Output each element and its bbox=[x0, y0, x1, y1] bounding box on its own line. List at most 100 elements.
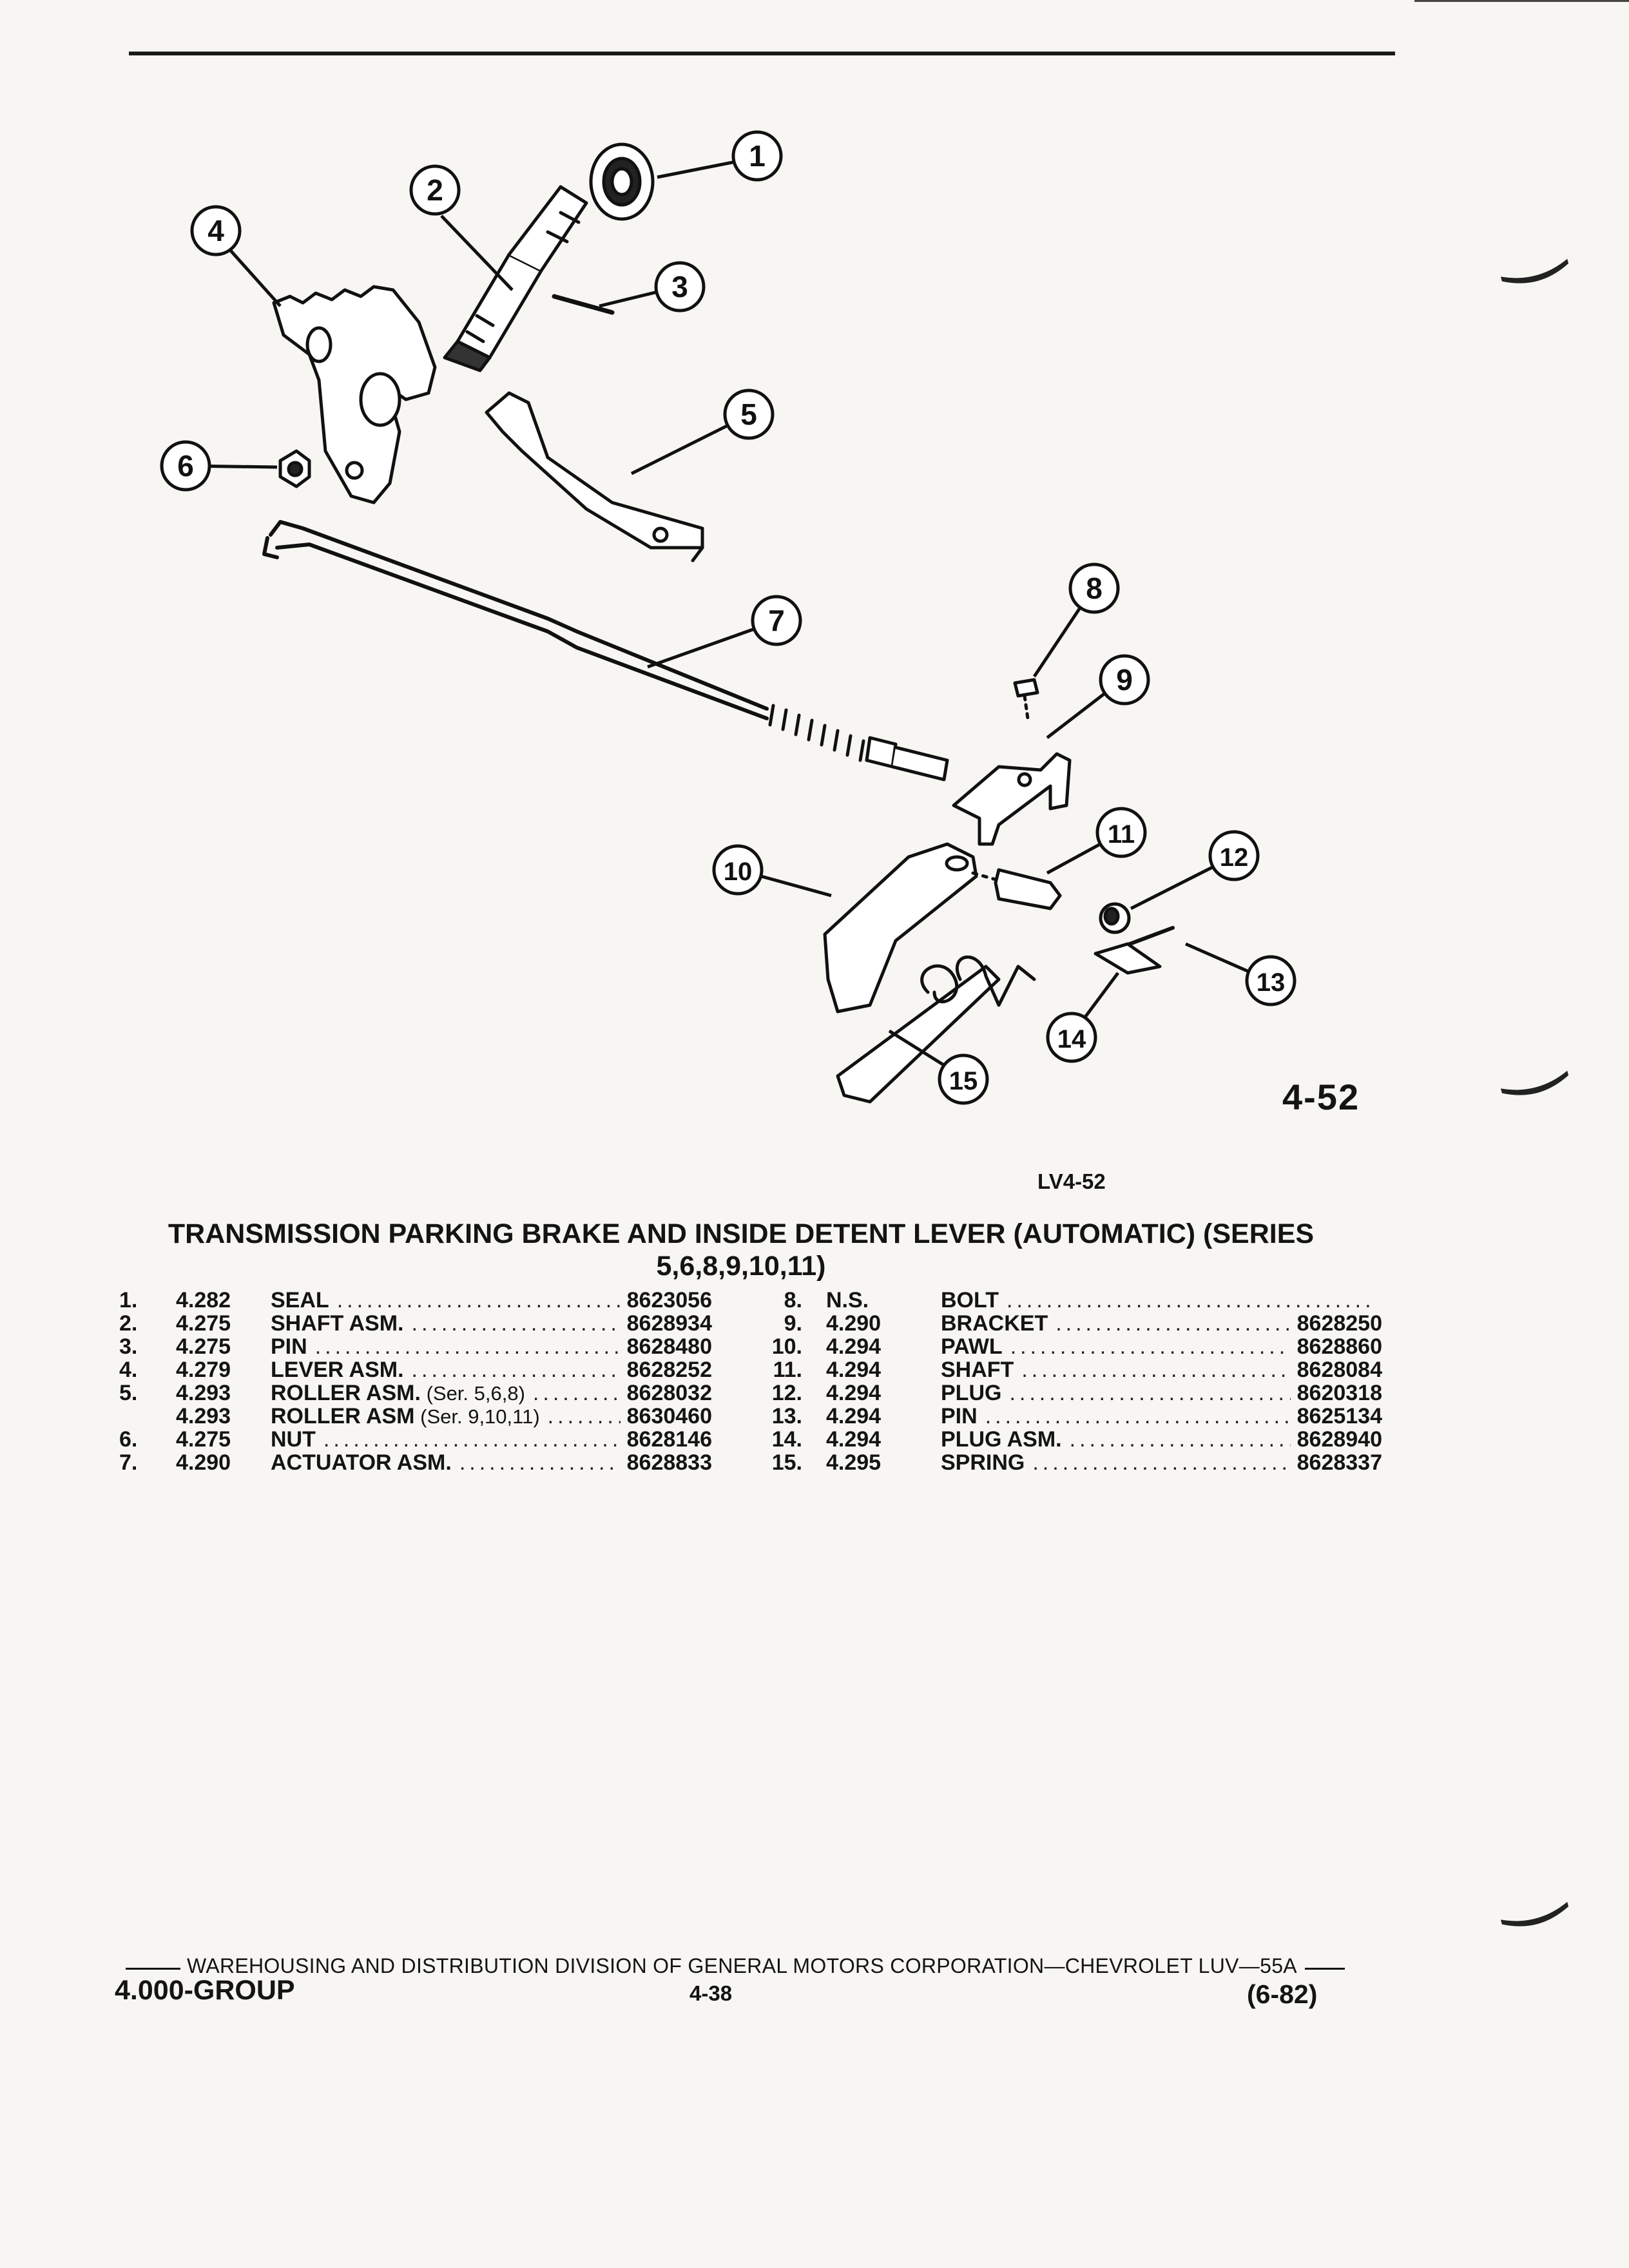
callout-label-3: 3 bbox=[671, 270, 688, 303]
callout-label-4: 4 bbox=[207, 214, 224, 247]
dot-leader: ........................................… bbox=[411, 1312, 621, 1335]
group-number: 4.279 bbox=[176, 1358, 231, 1382]
parts-row: 15. 4.295 SPRING 8628337...................… bbox=[764, 1451, 1382, 1474]
callout-12 bbox=[1130, 830, 1260, 910]
group-number: 4.290 bbox=[826, 1311, 882, 1336]
item-number: 5. bbox=[119, 1381, 138, 1405]
footer-rule bbox=[126, 1968, 180, 1970]
footer-group: 4.000-GROUP bbox=[115, 1975, 295, 2006]
item-number: 12. bbox=[771, 1381, 802, 1405]
dot-leader: ........................................… bbox=[1021, 1358, 1291, 1381]
dot-leader: ........................................… bbox=[1010, 1335, 1291, 1358]
item-number: 15. bbox=[771, 1450, 802, 1475]
item-number: 2. bbox=[119, 1311, 138, 1336]
callout-10 bbox=[712, 844, 832, 898]
part-name: PLUG ASM. bbox=[941, 1427, 1062, 1452]
callout-13 bbox=[1184, 942, 1296, 1006]
pin-part bbox=[552, 294, 615, 315]
group-number: 4.275 bbox=[176, 1311, 231, 1336]
callout-label-10: 10 bbox=[724, 858, 753, 886]
parts-list-right: 8. N.S. BOLT..............................… bbox=[764, 1289, 1382, 1474]
part-number: 8628146 bbox=[626, 1427, 712, 1452]
footer-publisher-line: WAREHOUSING AND DISTRIBUTION DIVISION OF… bbox=[187, 1954, 1297, 1977]
item-number: 7. bbox=[119, 1450, 138, 1475]
callout-label-13: 13 bbox=[1257, 968, 1286, 997]
part-number: 8620318 bbox=[1296, 1381, 1382, 1405]
shaft-part bbox=[994, 868, 1062, 910]
part-name: NUT bbox=[271, 1427, 316, 1452]
corner-rule bbox=[1414, 0, 1629, 2]
group-number: 4.294 bbox=[826, 1381, 882, 1405]
dot-leader: ........................................… bbox=[985, 1405, 1291, 1428]
dot-leader: ........................................… bbox=[1032, 1451, 1291, 1474]
part-name: BOLT bbox=[941, 1288, 999, 1312]
part-name: ACTUATOR ASM. bbox=[271, 1450, 452, 1475]
top-rule bbox=[129, 52, 1395, 55]
pawl-part bbox=[823, 842, 998, 1014]
actuator-asm-part bbox=[262, 520, 949, 782]
binder-mark-icon: ‿ bbox=[1484, 186, 1568, 290]
spring-part bbox=[836, 956, 1036, 1104]
dot-leader: ........................................… bbox=[1007, 1289, 1376, 1312]
part-number: 8628337 bbox=[1296, 1450, 1382, 1475]
callout-8 bbox=[1032, 562, 1120, 678]
callout-label-5: 5 bbox=[740, 398, 757, 431]
callout-11 bbox=[1046, 807, 1147, 875]
callout-3 bbox=[599, 261, 706, 312]
part-number: 8628480 bbox=[626, 1334, 712, 1359]
part-name: PAWL bbox=[941, 1334, 1003, 1359]
part-number: 8628934 bbox=[626, 1311, 712, 1336]
part-note: (Ser. 9,10,11) bbox=[414, 1405, 540, 1428]
plug-part bbox=[1099, 902, 1131, 934]
part-number: 8628860 bbox=[1296, 1334, 1382, 1359]
dot-leader: ........................................… bbox=[411, 1358, 621, 1381]
group-number: 4.295 bbox=[826, 1450, 882, 1475]
item-number: 8. bbox=[784, 1288, 802, 1312]
callout-label-1: 1 bbox=[749, 139, 766, 173]
group-number: 4.293 bbox=[176, 1404, 231, 1428]
group-number: 4.294 bbox=[826, 1334, 882, 1359]
callout-label-7: 7 bbox=[768, 604, 785, 637]
plug-asm-part bbox=[1094, 942, 1162, 975]
bolt-part bbox=[1013, 678, 1039, 720]
roller-asm-part bbox=[485, 391, 704, 562]
group-number: N.S. bbox=[826, 1288, 869, 1312]
dot-leader: ........................................… bbox=[532, 1381, 621, 1405]
callout-label-12: 12 bbox=[1220, 843, 1249, 872]
part-number: 8628833 bbox=[626, 1450, 712, 1475]
callout-4 bbox=[190, 205, 282, 307]
group-number: 4.293 bbox=[176, 1381, 231, 1405]
callout-label-2: 2 bbox=[427, 173, 443, 207]
item-number: 10. bbox=[771, 1334, 802, 1359]
callout-7 bbox=[647, 595, 802, 669]
item-number: 1. bbox=[119, 1288, 138, 1312]
part-name: SEAL bbox=[271, 1288, 329, 1312]
part-number: 8628250 bbox=[1296, 1311, 1382, 1336]
exploded-parts-diagram: 1 2 3 4 5 6 7 8 9 10 11 12 13 14 15 bbox=[160, 130, 1296, 1105]
title-line-1: TRANSMISSION PARKING BRAKE AND INSIDE DE… bbox=[168, 1218, 1315, 1249]
callout-15 bbox=[888, 1029, 989, 1105]
callout-6 bbox=[160, 440, 278, 492]
part-name: SPRING bbox=[941, 1450, 1025, 1475]
dot-leader: ........................................… bbox=[336, 1289, 621, 1312]
callout-14 bbox=[1046, 972, 1120, 1063]
parts-row: 8. N.S. BOLT..............................… bbox=[764, 1289, 1382, 1312]
page-title: TRANSMISSION PARKING BRAKE AND INSIDE DE… bbox=[97, 1218, 1385, 1282]
figure-number: 4-52 bbox=[1282, 1077, 1360, 1117]
figure-code: LV4-52 bbox=[1037, 1169, 1106, 1193]
dot-leader: ........................................… bbox=[1069, 1428, 1291, 1451]
group-number: 4.294 bbox=[826, 1358, 882, 1382]
dot-leader: ........................................… bbox=[314, 1335, 621, 1358]
item-number: 9. bbox=[784, 1311, 802, 1336]
part-name: ROLLER ASM (Ser. 9,10,11) bbox=[271, 1404, 540, 1428]
item-number: 11. bbox=[773, 1358, 802, 1382]
callout-label-14: 14 bbox=[1057, 1025, 1086, 1053]
nut-part bbox=[278, 449, 311, 488]
